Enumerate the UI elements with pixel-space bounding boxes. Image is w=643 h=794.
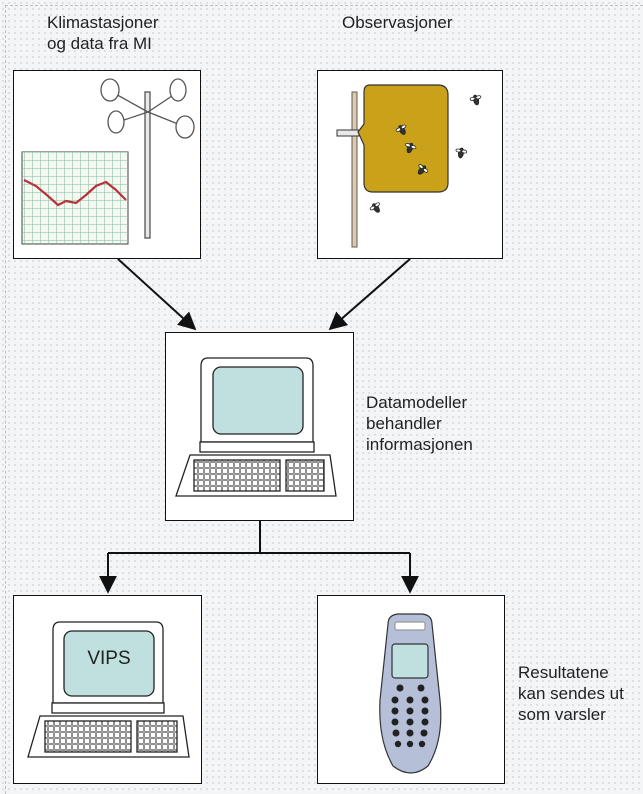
data-models-label: Datamodeller behandler informasjonen bbox=[366, 393, 473, 454]
anemometer-icon bbox=[100, 78, 195, 239]
climate-stations-label: Klimastasjoner og data fra MI bbox=[47, 13, 159, 53]
climate-chart-icon bbox=[21, 151, 129, 245]
insect-trap-icon bbox=[336, 84, 449, 248]
connector-arrows bbox=[99, 258, 419, 594]
observations-label: Observasjoner bbox=[342, 13, 453, 32]
diagram-frame bbox=[5, 5, 643, 794]
vips-screen-text: VIPS bbox=[87, 648, 130, 669]
mobile-phone-icon bbox=[379, 613, 442, 774]
arrow-climate-to-computer bbox=[117, 258, 197, 331]
computer-icon bbox=[175, 357, 337, 497]
vips-computer-icon bbox=[27, 621, 190, 758]
results-label: Resultatene kan sendes ut som varsler bbox=[518, 663, 624, 724]
arrow-observation-to-computer bbox=[328, 258, 411, 331]
insect-icons bbox=[369, 94, 482, 213]
